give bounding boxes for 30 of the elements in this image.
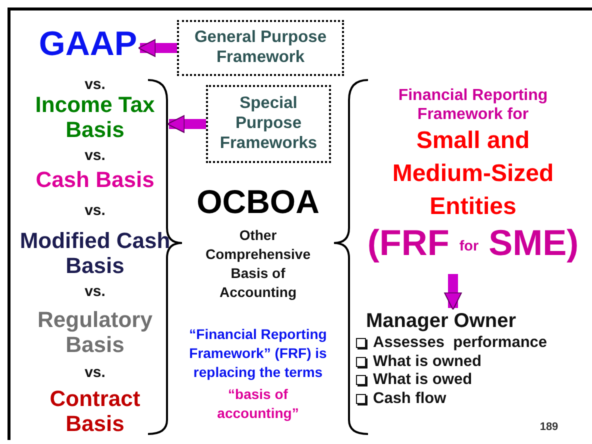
definition-text: Other Comprehensive Basis of Accounting <box>204 226 312 302</box>
basis-label: Contract Basis <box>48 386 142 436</box>
checklist-item: Assesses performance <box>373 334 548 351</box>
framework-label: Special Purpose Frameworks <box>218 94 318 154</box>
vs-text: vs. <box>84 283 106 300</box>
vs-text: vs. <box>84 147 106 164</box>
basis-label: Cash Basis <box>36 167 154 192</box>
entity-title: Small and Medium-Sized Entities <box>391 126 555 222</box>
note-text: “basis of accounting” <box>216 385 300 423</box>
framework-label: General Purpose Framework <box>193 28 328 68</box>
framework-heading: Financial Reporting Framework for <box>397 86 549 124</box>
basis-label: Regulatory Basis <box>36 307 154 357</box>
acronym-title: OCBOA <box>196 184 320 220</box>
page-number: 189 <box>540 421 558 433</box>
block-arrow <box>138 39 177 57</box>
vs-text: vs. <box>84 202 106 219</box>
note-text: “Financial Reporting Framework” (FRF) is replacing the terms <box>188 325 328 382</box>
vs-text: vs. <box>84 76 106 93</box>
checklist-item: What is owned <box>373 352 482 370</box>
basis-label: Income Tax Basis <box>34 92 156 142</box>
vs-text: vs. <box>84 364 106 381</box>
checklist-item: What is owed <box>373 371 472 388</box>
dotted-box <box>177 20 344 76</box>
block-arrow <box>444 274 462 310</box>
block-arrow <box>166 115 206 133</box>
role-heading: Manager Owner <box>366 309 518 334</box>
checklist-item: Cash flow <box>373 390 446 406</box>
dotted-box <box>206 85 331 163</box>
gaap-title: GAAP <box>38 24 138 65</box>
basis-label: Modified Cash Basis <box>18 228 172 278</box>
